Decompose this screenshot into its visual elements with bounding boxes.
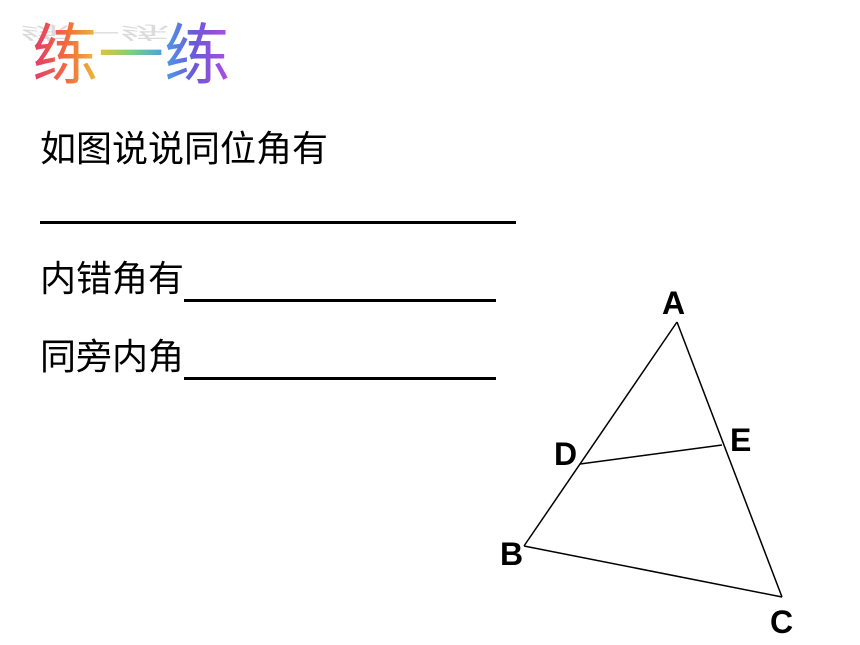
question-alternate-angles: 内错角有 xyxy=(40,258,497,302)
segment-de xyxy=(579,444,723,465)
segment-ab xyxy=(523,321,678,547)
title-text: 练一练 xyxy=(32,17,230,94)
question-co-interior-angles: 同旁内角 xyxy=(40,336,497,380)
point-label-e: E xyxy=(730,422,751,458)
point-label-d: D xyxy=(554,436,577,472)
question-corresponding-angles: 如图说说同位角有 xyxy=(40,129,329,170)
answer-blank xyxy=(184,339,497,380)
slide-title: 练一练 练一练 xyxy=(20,12,260,102)
point-label-b: B xyxy=(500,536,523,572)
point-label-a: A xyxy=(662,285,685,321)
question-alternate-label: 内错角有 xyxy=(40,259,185,300)
answer-blank xyxy=(40,183,516,224)
answer-blank xyxy=(184,261,497,302)
answer-line-corresponding xyxy=(40,180,516,224)
segment-ac xyxy=(676,321,783,598)
question-co-interior-label: 同旁内角 xyxy=(40,337,185,378)
segment-bc xyxy=(523,545,783,598)
point-label-c: C xyxy=(770,604,793,640)
